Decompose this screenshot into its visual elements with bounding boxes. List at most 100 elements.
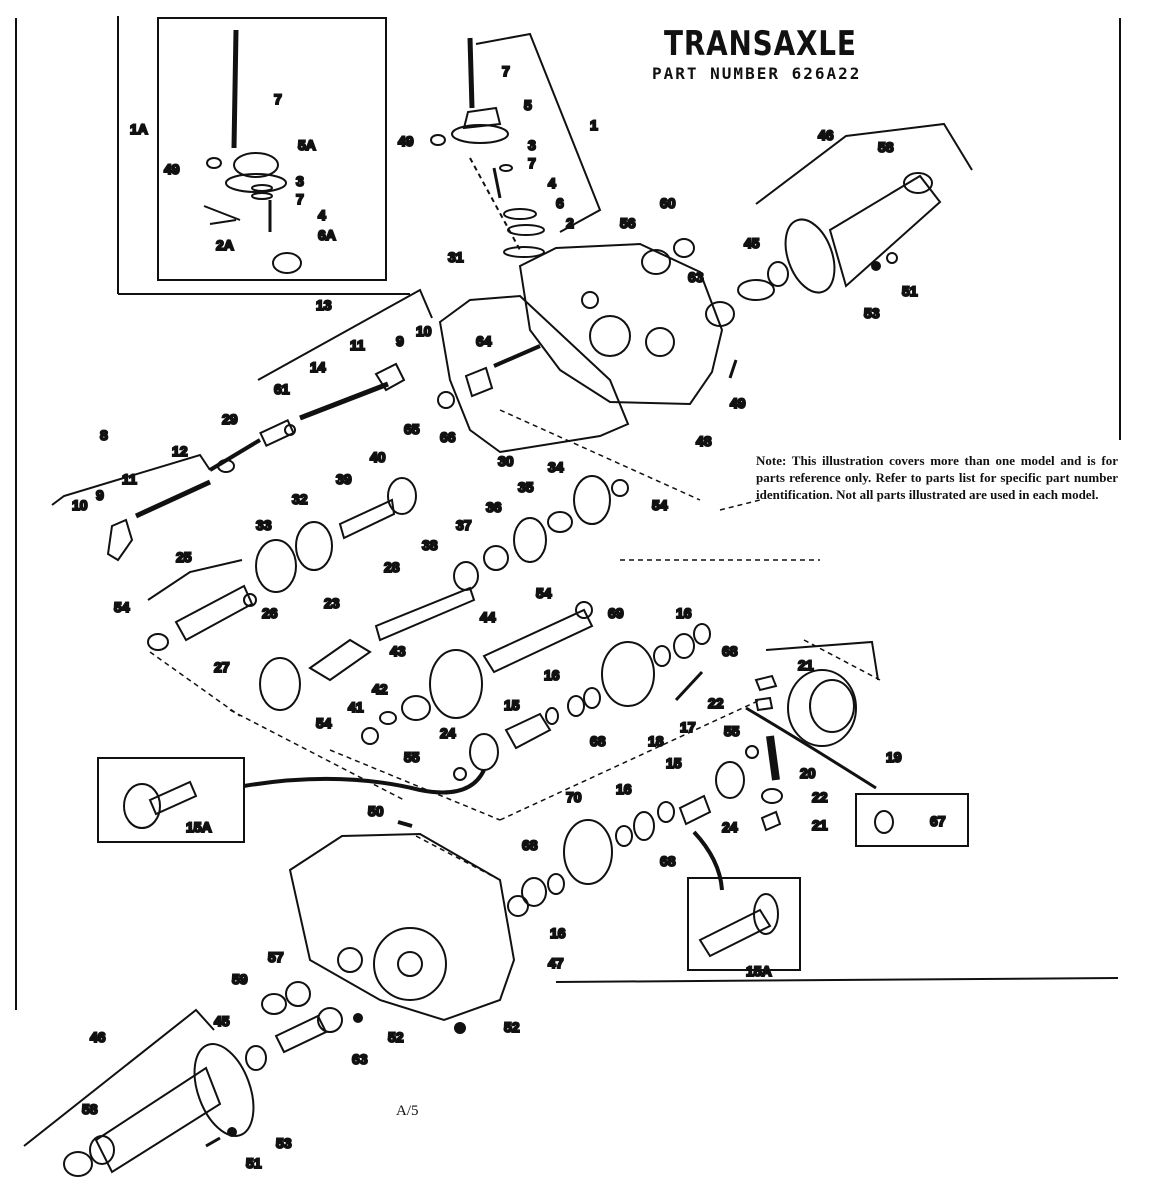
callout: 16 [544, 667, 560, 683]
callout: 16 [616, 781, 632, 797]
callout: 5A [298, 137, 316, 153]
diagram-title: TRANSAXLE [664, 24, 857, 64]
callout: 53 [276, 1135, 292, 1151]
callout: 54 [316, 715, 332, 731]
callout: 15A [746, 963, 772, 979]
callout: 70 [566, 789, 582, 805]
alignment-lines [149, 409, 881, 881]
callout: 69 [608, 605, 624, 621]
callout: 66 [440, 429, 456, 445]
gear-66 [464, 366, 494, 398]
callout: 17 [680, 719, 696, 735]
callout: 5 [524, 97, 532, 113]
gear-cluster [147, 475, 629, 745]
callout: 48 [696, 433, 712, 449]
callout: 63 [352, 1051, 368, 1067]
callout: 4 [318, 207, 326, 223]
spacer-35 [547, 511, 573, 533]
callout: 54 [114, 599, 130, 615]
bushing-58-bottom [63, 1151, 93, 1177]
pinion-24-lower [715, 761, 745, 799]
callout: 15A [186, 819, 212, 835]
callout: 68 [522, 837, 538, 853]
gear-27 [259, 657, 301, 711]
callout: 15 [666, 755, 682, 771]
gear-36 [513, 517, 547, 563]
callout: 11 [122, 471, 137, 487]
shift-rail-group-13 [208, 288, 738, 473]
callout: 24 [440, 725, 456, 741]
ring-gear-19 [787, 669, 857, 747]
gasket-30 [438, 294, 630, 454]
callout: 7 [296, 191, 304, 207]
callout: 3 [528, 137, 536, 153]
callout: 9 [396, 333, 404, 349]
callout: 68 [590, 733, 606, 749]
callout: 2 [566, 215, 574, 231]
callout: 36 [486, 499, 502, 515]
seal-59 [261, 993, 287, 1015]
callout: 46 [90, 1029, 106, 1045]
callout: 30 [498, 453, 514, 469]
callout: 51 [246, 1155, 262, 1171]
callout: 7 [274, 91, 282, 107]
inset-shift-lever-1A [117, 16, 410, 295]
callout: 55 [724, 723, 740, 739]
callout: 42 [372, 681, 388, 697]
callout: 68 [660, 853, 676, 869]
callout: 15 [504, 697, 520, 713]
callout: 35 [518, 479, 534, 495]
callout: 47 [548, 955, 564, 971]
callout: 7 [502, 63, 510, 79]
bearing-56 [641, 249, 671, 275]
gear-40 [387, 477, 417, 515]
callout: 38 [422, 537, 438, 553]
callout: 39 [336, 471, 352, 487]
callout: 20 [800, 765, 816, 781]
pinion-24 [469, 733, 499, 771]
callout: 54 [652, 497, 668, 513]
bearing-57 [285, 981, 311, 1007]
callout: 21 [812, 817, 828, 833]
callout: 16 [550, 925, 566, 941]
lower-case-47 [288, 820, 1119, 1022]
callout: 65 [404, 421, 420, 437]
axle-housing-left-46 [23, 981, 466, 1177]
axle-housing-right-46 [641, 122, 973, 327]
part-number: PART NUMBER 626A22 [652, 64, 862, 83]
callout: 6A [318, 227, 336, 243]
callout: 32 [292, 491, 308, 507]
shaft-28 [374, 586, 476, 642]
callout: 9 [96, 487, 104, 503]
inset-15A-right [687, 830, 801, 971]
inset-15A-left [97, 757, 486, 843]
callout: 10 [72, 497, 88, 513]
callout: 53 [864, 305, 880, 321]
gear-33 [255, 539, 297, 593]
callout: 45 [214, 1013, 230, 1029]
shaft-44 [482, 608, 594, 674]
callout: 22 [708, 695, 724, 711]
callout: 16 [676, 605, 692, 621]
differential-cover-70 [563, 819, 613, 885]
callout: 37 [456, 517, 472, 533]
inset-67 [855, 793, 969, 847]
callout: 19 [886, 749, 902, 765]
callout: 22 [812, 789, 828, 805]
callout: 51 [902, 283, 918, 299]
callout: 8 [100, 427, 108, 443]
callout-labels: 1A 7 49 5A 3 7 4 2A 6A 7 5 1 49 3 7 4 6 … [71, 62, 947, 1172]
bushing-58-top [903, 172, 933, 194]
seal-45-top [767, 261, 789, 287]
callout: 41 [348, 699, 364, 715]
callout: 24 [722, 819, 738, 835]
gear-32 [295, 521, 333, 571]
callout: 67 [930, 813, 946, 829]
callout: 14 [310, 359, 326, 375]
callout: 4 [548, 175, 556, 191]
callout: 7 [528, 155, 536, 171]
callout: 12 [172, 443, 188, 459]
callout: 60 [660, 195, 676, 211]
callout: 2A [216, 237, 234, 253]
